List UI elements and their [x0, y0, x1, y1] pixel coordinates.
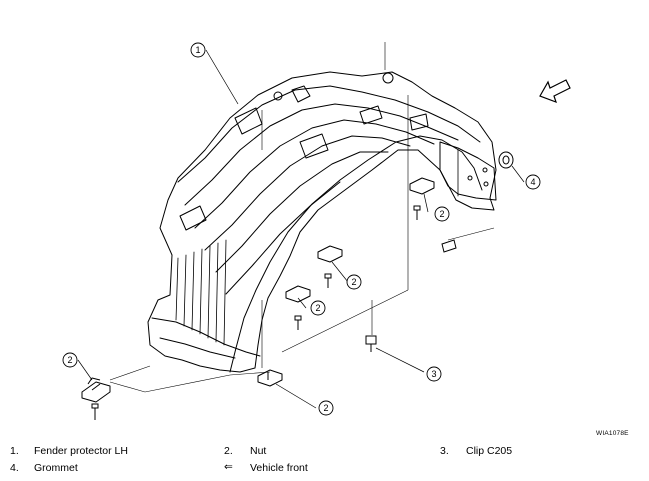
nut — [317, 245, 343, 263]
lower-flange — [159, 337, 236, 359]
fender-rib — [194, 119, 435, 229]
figure-code: WIA1078E — [596, 430, 629, 437]
top-boss — [382, 72, 394, 84]
nut — [285, 285, 311, 303]
fender-inner-arch — [229, 135, 483, 373]
rear-panel — [439, 141, 497, 201]
fender-rib — [225, 181, 341, 295]
nut — [81, 377, 111, 403]
vehicle-front-arrow-icon — [539, 79, 571, 104]
bolt — [413, 205, 421, 220]
clip-c205 — [365, 335, 377, 352]
bolt — [91, 403, 99, 420]
fender-rib — [177, 85, 481, 183]
callout-2 — [346, 274, 362, 290]
fender-rib — [184, 103, 459, 206]
callout-2-label: 2 — [315, 303, 320, 313]
bolt — [441, 239, 457, 253]
callout-4 — [525, 174, 541, 190]
callout-3-label: 3 — [431, 369, 436, 379]
callout-1 — [190, 42, 206, 58]
callout-2-label: 2 — [67, 355, 72, 365]
callout-2 — [310, 300, 326, 316]
callout-2 — [62, 352, 78, 368]
callout-3 — [426, 366, 442, 382]
lower-ribbing — [175, 239, 227, 346]
fender-rib — [204, 135, 411, 251]
fender-rib — [215, 151, 389, 273]
lower-flange — [151, 317, 261, 357]
top-boss — [273, 91, 283, 101]
nut — [257, 369, 283, 387]
nut — [409, 177, 435, 195]
callout-2 — [434, 206, 450, 222]
grommet — [498, 151, 514, 169]
fender-protector-outline — [147, 71, 497, 373]
callouts — [62, 42, 541, 416]
bolt — [324, 273, 332, 288]
callout-2 — [318, 400, 334, 416]
callout-2-label: 2 — [351, 277, 356, 287]
callout-2-label: 2 — [323, 403, 328, 413]
callout-4-label: 4 — [530, 177, 535, 187]
callout-2-label: 2 — [439, 209, 444, 219]
callout-1-label: 1 — [195, 45, 200, 55]
bolt — [294, 315, 302, 330]
